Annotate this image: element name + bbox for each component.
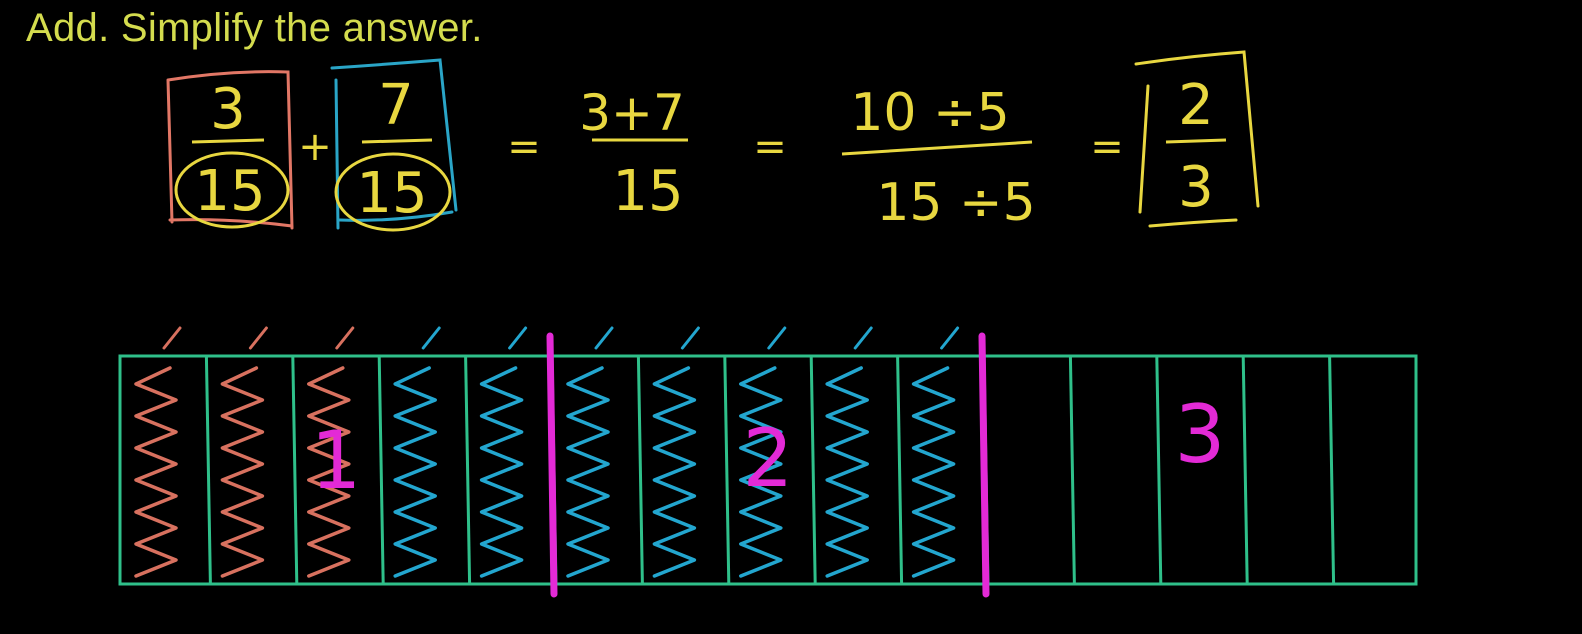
part-divider [1155,355,1163,585]
whole-separator [546,332,558,598]
numerator-divide: 10 ÷5 [850,83,1009,143]
fraction-bar-1 [191,138,265,144]
frame-first-fraction [166,70,294,230]
shaded-part-first [307,366,351,578]
part-divider [809,355,817,585]
numerator-3: 3 [210,77,246,142]
frame-answer [1134,50,1260,228]
denominator-divide: 15 ÷5 [876,173,1035,233]
equals-sign-3: = [1090,124,1124,170]
fraction-bar-2 [361,138,433,144]
count-tick [940,326,960,350]
shaded-part-second [393,366,437,578]
count-tick [853,326,873,350]
count-tick [680,326,700,350]
numerator-sum: 3+7 [579,84,685,142]
whole-markers [546,332,990,598]
part-divider [1068,355,1076,585]
fraction-bar-model: 1 2 3 [118,326,1418,598]
fraction-result: 2 3 [1134,50,1260,228]
model-frame [118,354,1418,586]
count-tick [335,326,355,350]
count-tick [594,326,614,350]
count-tick [767,326,787,350]
fraction-bar-4 [841,140,1033,156]
part-divider [723,355,731,585]
denominator-3: 3 [1178,155,1214,220]
part-divider [1241,355,1249,585]
fraction-sum-step: 3+7 15 [579,84,688,224]
whole-label-2: 2 [743,412,794,505]
shaded-part-second [825,366,869,578]
part-divider [291,355,299,585]
fraction-divide-step: 10 ÷5 15 ÷5 [841,83,1036,233]
whole-labels: 1 2 3 [311,388,1226,507]
instruction-text: Add. Simplify the answer. [26,6,483,50]
count-tick [508,326,528,350]
shaded-part-first [220,366,265,578]
fraction-three-fifteenths: 3 15 [166,70,294,230]
whole-label-3: 3 [1175,388,1226,481]
shaded-part-second [911,366,956,578]
count-tick [421,326,441,350]
denominator-15-sum: 15 [612,159,683,224]
fraction-bar-5 [1165,138,1227,144]
fraction-seven-fifteenths: 7 15 [330,58,458,232]
shading-layer [134,326,960,578]
equals-sign-2: = [753,124,787,170]
whole-separator [978,332,990,598]
part-divider [464,355,472,585]
part-divider [896,355,904,585]
equation: 3 15 + 7 15 = 3+7 15 = [166,50,1260,233]
plus-sign: + [298,124,332,170]
numerator-2: 2 [1178,73,1214,138]
numerator-7: 7 [378,73,414,138]
circle-denominator-2 [334,152,452,232]
shaded-part-second [479,366,524,578]
part-divider [1328,355,1336,585]
circle-denominator-1 [174,151,290,229]
shaded-part-second [652,366,697,578]
shaded-part-second [739,366,783,578]
denominator-15-second: 15 [356,161,427,226]
count-tick [248,326,268,350]
shaded-part-second [566,366,610,578]
part-divider [204,355,212,585]
part-divider [377,355,385,585]
denominator-15-first: 15 [194,159,265,224]
part-divider [636,355,644,585]
whole-label-1: 1 [311,414,362,507]
equals-sign-1: = [507,124,541,170]
shaded-part-first [134,366,178,578]
count-tick [162,326,182,350]
